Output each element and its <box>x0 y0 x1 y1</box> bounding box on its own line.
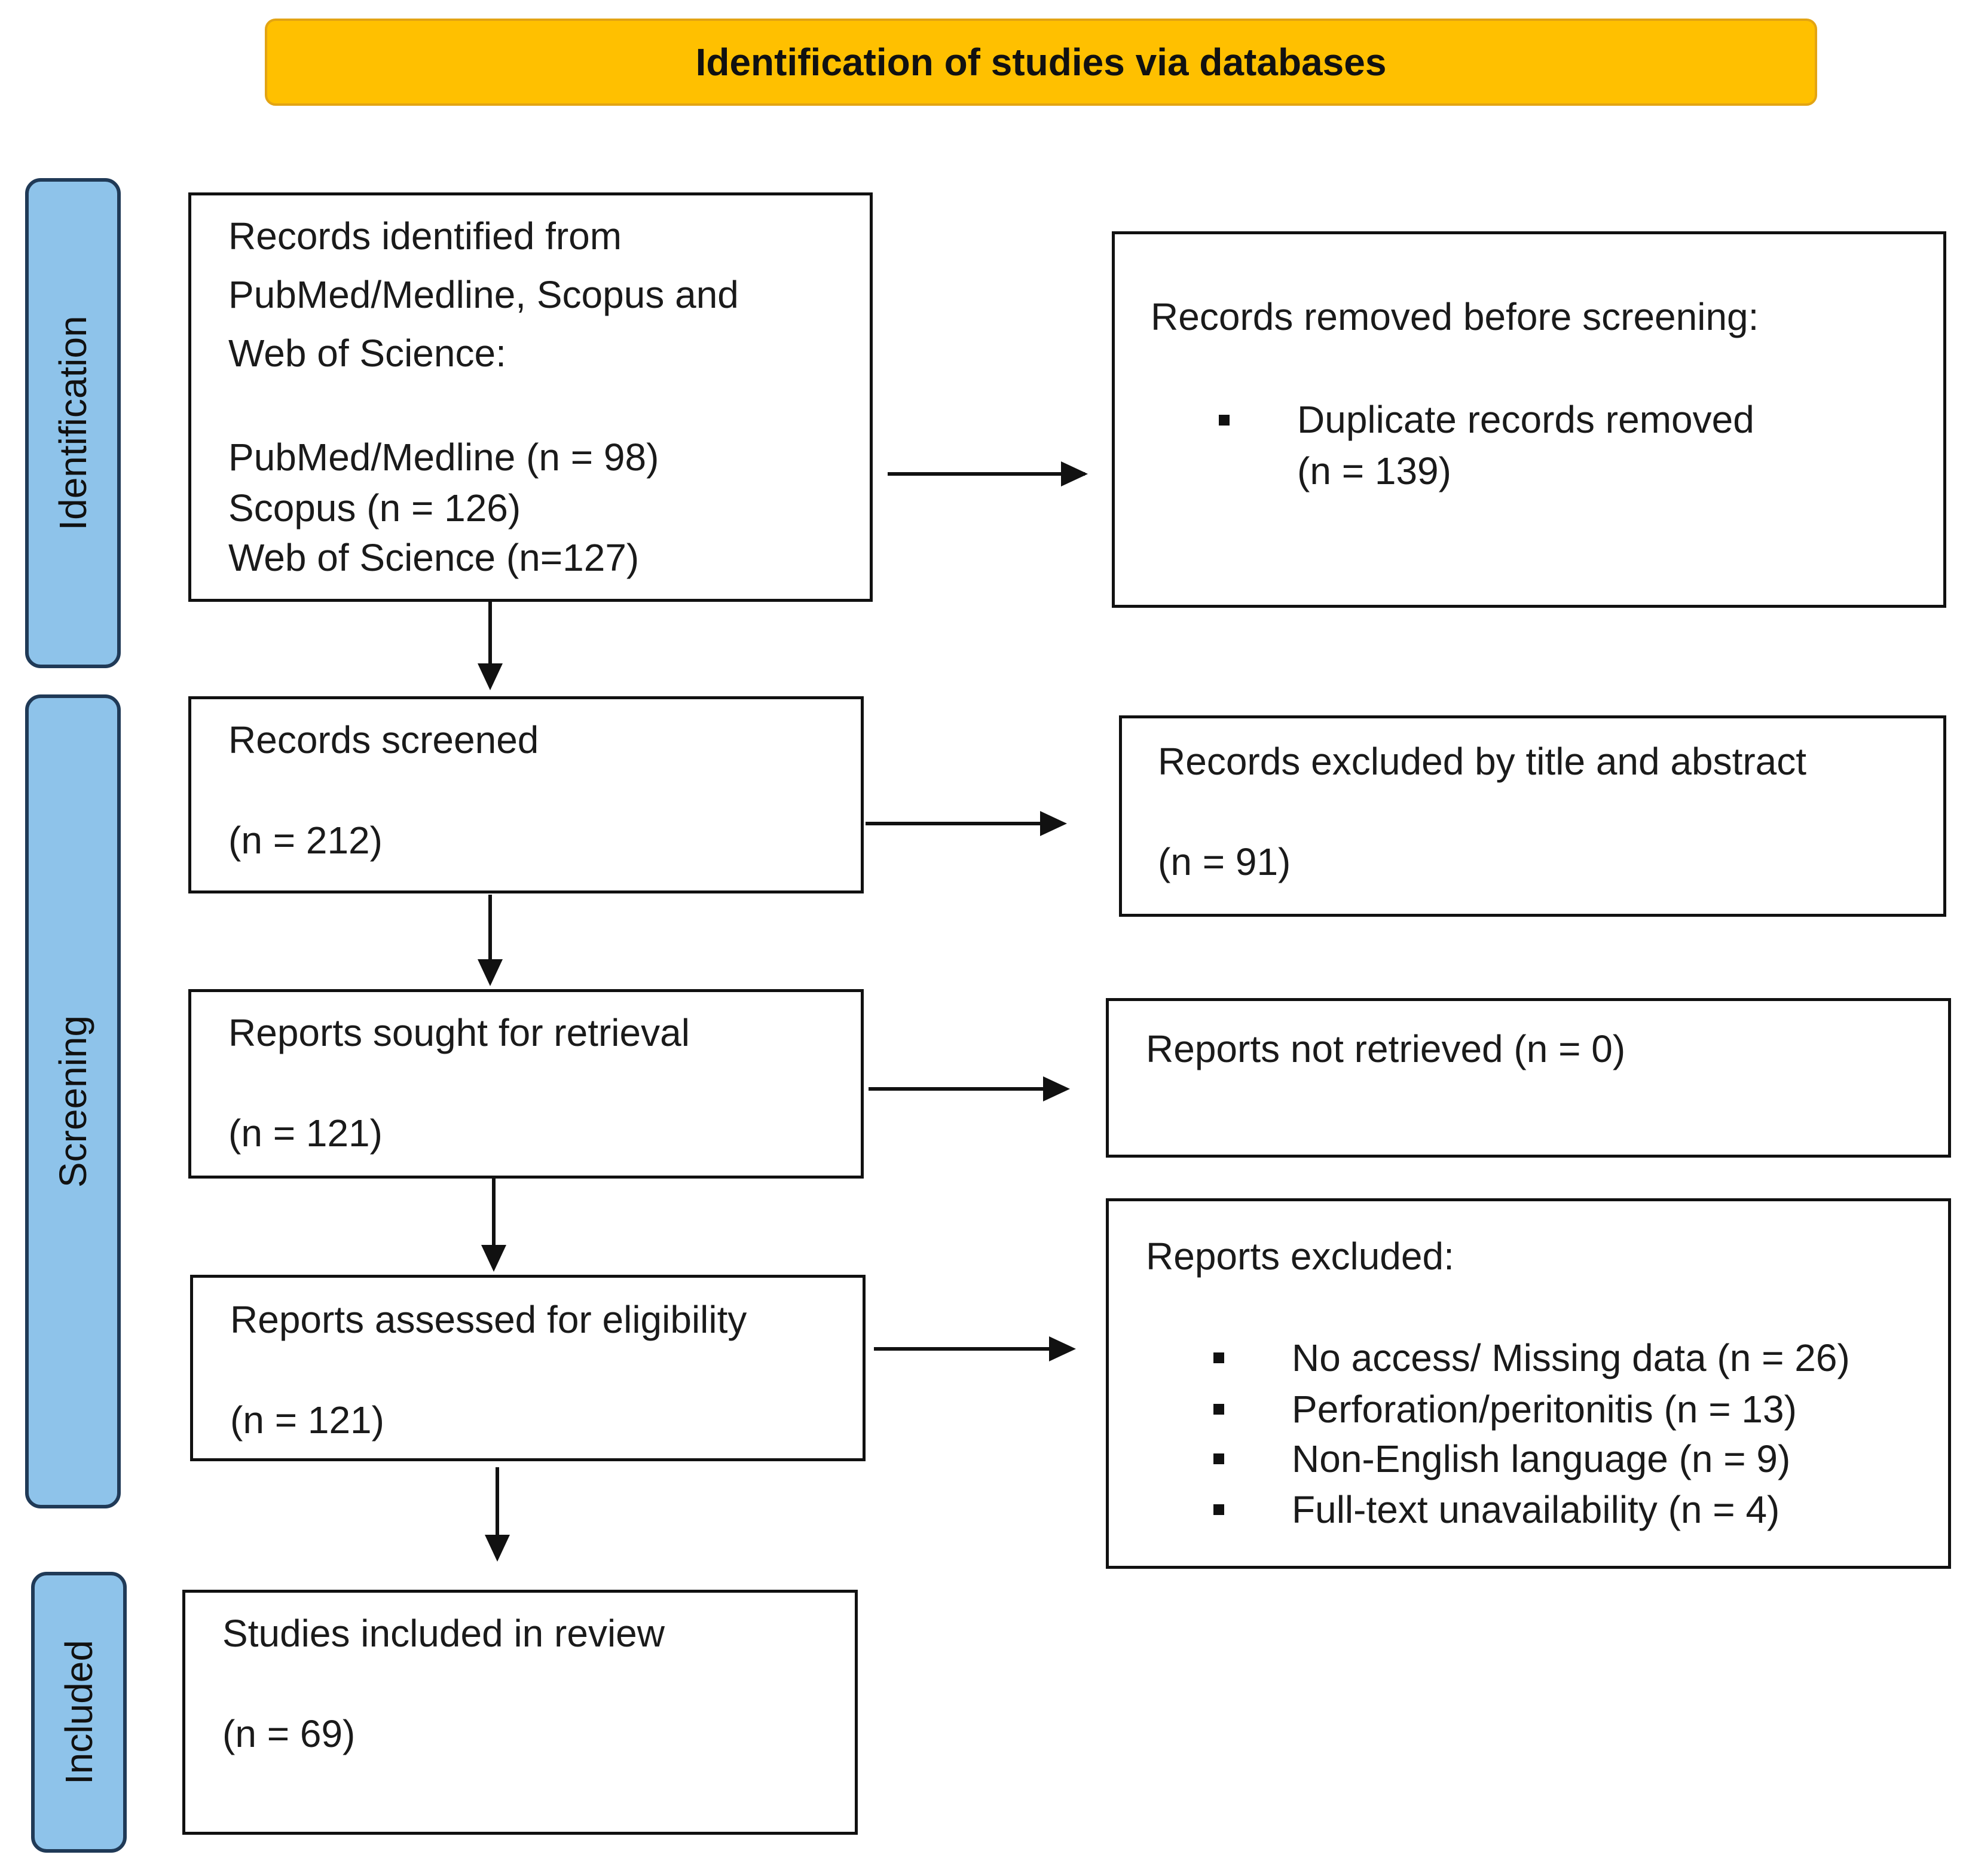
sought-count: (n = 121) <box>228 1112 383 1155</box>
identified-scopus: Scopus (n = 126) <box>228 486 521 530</box>
screened-label: Records screened <box>228 718 539 761</box>
arrowhead-icon <box>1040 811 1067 836</box>
reports-assessed-box: Reports assessed for eligibility (n = 12… <box>190 1275 866 1461</box>
reports-excluded-item: Perforation/peritonitis (n = 13) <box>1292 1388 1797 1431</box>
removed-title: Records removed before screening: <box>1151 295 1759 338</box>
reports-excluded-box: Reports excluded: No access/ Missing dat… <box>1106 1198 1951 1569</box>
arrowhead-icon <box>1061 461 1088 486</box>
excluded-title-count: (n = 91) <box>1158 840 1291 883</box>
identified-line-3: Web of Science: <box>228 332 506 375</box>
bullet-icon <box>1213 1453 1224 1464</box>
bullet-icon <box>1213 1404 1224 1415</box>
phase-identification: Identification <box>25 178 121 668</box>
records-excluded-box: Records excluded by title and abstract (… <box>1119 715 1946 917</box>
screened-count: (n = 212) <box>228 819 383 862</box>
arrowhead-icon <box>1049 1336 1076 1361</box>
diagram-header: Identification of studies via databases <box>265 19 1817 106</box>
identified-wos: Web of Science (n=127) <box>228 536 640 579</box>
removed-item-line-2: (n = 139) <box>1297 449 1451 492</box>
excluded-title-label: Records excluded by title and abstract <box>1158 740 1807 783</box>
bullet-icon <box>1219 415 1230 426</box>
records-screened-box: Records screened (n = 212) <box>188 696 864 893</box>
arrowhead-icon <box>481 1245 506 1272</box>
identified-pubmed: PubMed/Medline (n = 98) <box>228 436 659 479</box>
reports-not-retrieved-box: Reports not retrieved (n = 0) <box>1106 998 1951 1158</box>
header-title: Identification of studies via databases <box>695 41 1387 84</box>
not-retrieved-label: Reports not retrieved (n = 0) <box>1146 1027 1626 1070</box>
arrowhead-icon <box>485 1535 510 1562</box>
records-identified-box: Records identified from PubMed/Medline, … <box>188 192 873 602</box>
reports-excluded-item: No access/ Missing data (n = 26) <box>1292 1336 1850 1379</box>
phase-screening: Screening <box>25 694 121 1508</box>
included-label: Studies included in review <box>222 1612 665 1655</box>
reports-excluded-item: Non-English language (n = 9) <box>1292 1437 1791 1480</box>
identified-line-2: PubMed/Medline, Scopus and <box>228 273 739 316</box>
reports-excluded-title: Reports excluded: <box>1146 1235 1454 1278</box>
studies-included-box: Studies included in review (n = 69) <box>182 1590 858 1835</box>
bullet-icon <box>1213 1352 1224 1363</box>
included-count: (n = 69) <box>222 1712 356 1755</box>
arrowhead-icon <box>1043 1076 1070 1101</box>
arrowhead-icon <box>478 663 503 690</box>
identified-line-1: Records identified from <box>228 215 622 258</box>
assessed-count: (n = 121) <box>230 1398 384 1442</box>
reports-sought-box: Reports sought for retrieval (n = 121) <box>188 989 864 1179</box>
phase-included: Included <box>31 1572 127 1853</box>
assessed-label: Reports assessed for eligibility <box>230 1298 747 1341</box>
sought-label: Reports sought for retrieval <box>228 1011 690 1054</box>
removed-item-line-1: Duplicate records removed <box>1297 398 1754 441</box>
records-removed-box: Records removed before screening: Duplic… <box>1112 231 1946 608</box>
reports-excluded-item: Full-text unavailability (n = 4) <box>1292 1488 1780 1531</box>
arrowhead-icon <box>478 959 503 986</box>
bullet-icon <box>1213 1504 1224 1515</box>
